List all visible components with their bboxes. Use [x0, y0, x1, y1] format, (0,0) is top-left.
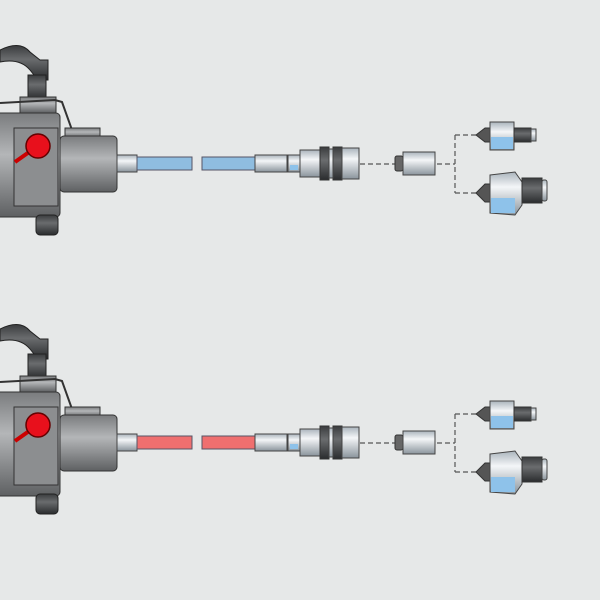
coupler-band: [319, 146, 330, 181]
release-valve-knob: [25, 133, 51, 159]
hose-segment: [136, 156, 193, 171]
bracket: [0, 98, 73, 131]
coupler-plug: [402, 430, 436, 455]
hose-segment: [136, 435, 193, 450]
pump-foot: [35, 214, 59, 236]
red-hose-unit: [0, 324, 548, 515]
hose-sleeve-left: [116, 433, 138, 452]
blue-hose-unit: [0, 45, 548, 236]
small-adapter-thread: [513, 127, 532, 143]
hose-sleeve-right: [254, 433, 288, 452]
pump-foot: [35, 493, 59, 515]
hose-segment: [201, 435, 256, 450]
handle-post: [27, 74, 47, 100]
connection-line: [360, 134, 476, 194]
coupler-plug: [402, 151, 436, 176]
hose-sleeve-right: [254, 154, 288, 173]
small-adapter-thread: [513, 406, 532, 422]
pump-handle: [0, 324, 49, 360]
coupler-band: [332, 146, 343, 181]
coupler-band: [319, 425, 330, 460]
large-adapter-thread: [521, 177, 543, 204]
hose-segment: [201, 156, 256, 171]
bracket: [0, 377, 73, 410]
pump-cylinder: [59, 135, 118, 193]
pump-handle: [0, 45, 49, 81]
release-valve-knob: [25, 412, 51, 438]
coupler-band: [332, 425, 343, 460]
coupler-body: [299, 428, 321, 457]
connection-line: [360, 413, 476, 473]
hose-sleeve-left: [116, 154, 138, 173]
large-adapter-thread: [521, 456, 543, 483]
coupler-body: [299, 149, 321, 178]
handle-post: [27, 353, 47, 379]
pump-cylinder: [59, 414, 118, 472]
